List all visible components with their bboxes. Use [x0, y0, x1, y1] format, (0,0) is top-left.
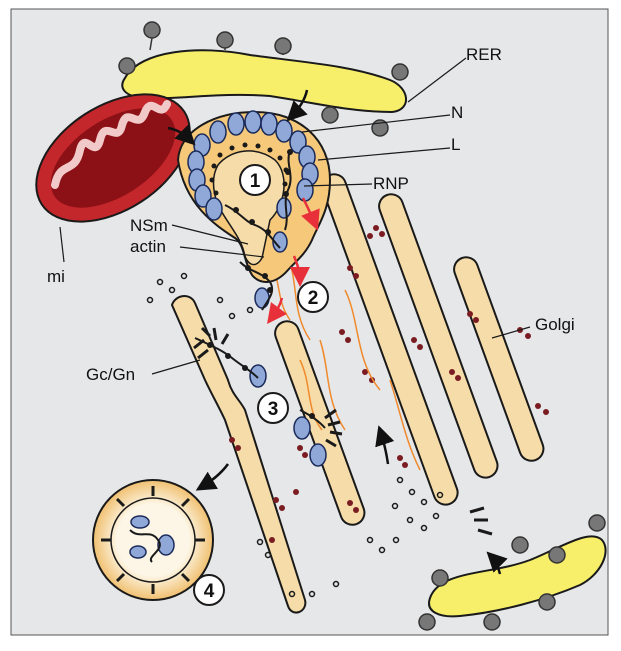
step-4-marker: 4 [194, 575, 224, 605]
step-2-label: 2 [308, 288, 319, 309]
label-gc-gn: Gc/Gn [86, 365, 135, 384]
label-nsm: NSm [130, 216, 168, 235]
label-mi: mi [47, 267, 65, 286]
step-2-marker: 2 [298, 282, 328, 312]
step-3-marker: 3 [258, 393, 288, 423]
virion-icon [93, 480, 213, 600]
step-4-label: 4 [204, 581, 215, 602]
label-golgi: Golgi [535, 315, 575, 334]
step-1-label: 1 [250, 171, 261, 192]
label-l: L [451, 135, 460, 154]
label-n: N [451, 103, 463, 122]
label-actin: actin [130, 237, 166, 256]
step-3-label: 3 [268, 399, 279, 420]
step-1-marker: 1 [240, 165, 270, 195]
label-rer: RER [466, 45, 502, 64]
label-rnp: RNP [373, 174, 409, 193]
